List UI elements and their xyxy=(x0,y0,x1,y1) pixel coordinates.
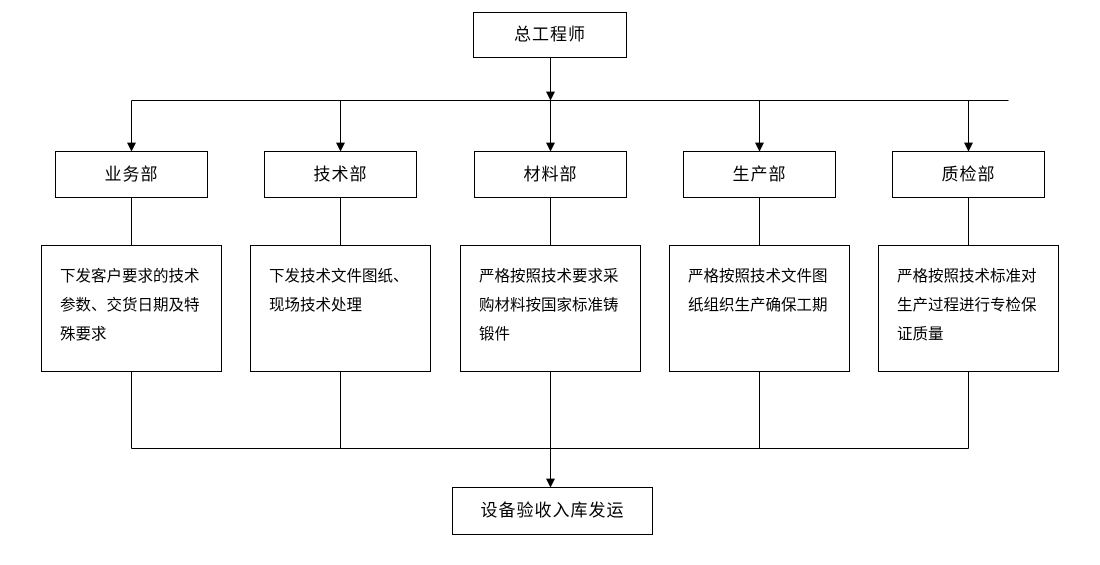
node-responsibility-technical[interactable]: 下发技术文件图纸、现场技术处理 xyxy=(250,245,431,372)
node-department-technical[interactable]: 技术部 xyxy=(264,151,417,198)
node-department-production-label: 生产部 xyxy=(732,164,787,185)
node-department-business-label: 业务部 xyxy=(104,164,159,185)
node-department-quality-label: 质检部 xyxy=(941,164,996,185)
node-final-acceptance[interactable]: 设备验收入库发运 xyxy=(452,487,653,535)
node-department-technical-label: 技术部 xyxy=(313,164,368,185)
node-responsibility-quality-label: 严格按照技术标准对生产过程进行专检保证质量 xyxy=(897,267,1037,343)
node-responsibility-materials-label: 严格按照技术要求采购材料按国家标准铸锻件 xyxy=(479,267,619,343)
node-chief-engineer-label: 总工程师 xyxy=(514,25,586,45)
node-final-acceptance-label: 设备验收入库发运 xyxy=(480,501,625,521)
node-department-quality[interactable]: 质检部 xyxy=(892,151,1045,198)
node-responsibility-business-label: 下发客户要求的技术参数、交货日期及特殊要求 xyxy=(60,267,200,343)
node-responsibility-materials[interactable]: 严格按照技术要求采购材料按国家标准铸锻件 xyxy=(460,245,641,372)
node-chief-engineer[interactable]: 总工程师 xyxy=(473,12,627,58)
node-department-business[interactable]: 业务部 xyxy=(55,151,208,198)
node-department-materials-label: 材料部 xyxy=(523,164,578,185)
node-department-production[interactable]: 生产部 xyxy=(683,151,836,198)
node-department-materials[interactable]: 材料部 xyxy=(474,151,627,198)
node-responsibility-business[interactable]: 下发客户要求的技术参数、交货日期及特殊要求 xyxy=(41,245,222,372)
node-responsibility-production-label: 严格按照技术文件图纸组织生产确保工期 xyxy=(688,267,828,314)
node-responsibility-quality[interactable]: 严格按照技术标准对生产过程进行专检保证质量 xyxy=(878,245,1059,372)
node-responsibility-technical-label: 下发技术文件图纸、现场技术处理 xyxy=(269,267,409,314)
node-responsibility-production[interactable]: 严格按照技术文件图纸组织生产确保工期 xyxy=(669,245,850,372)
